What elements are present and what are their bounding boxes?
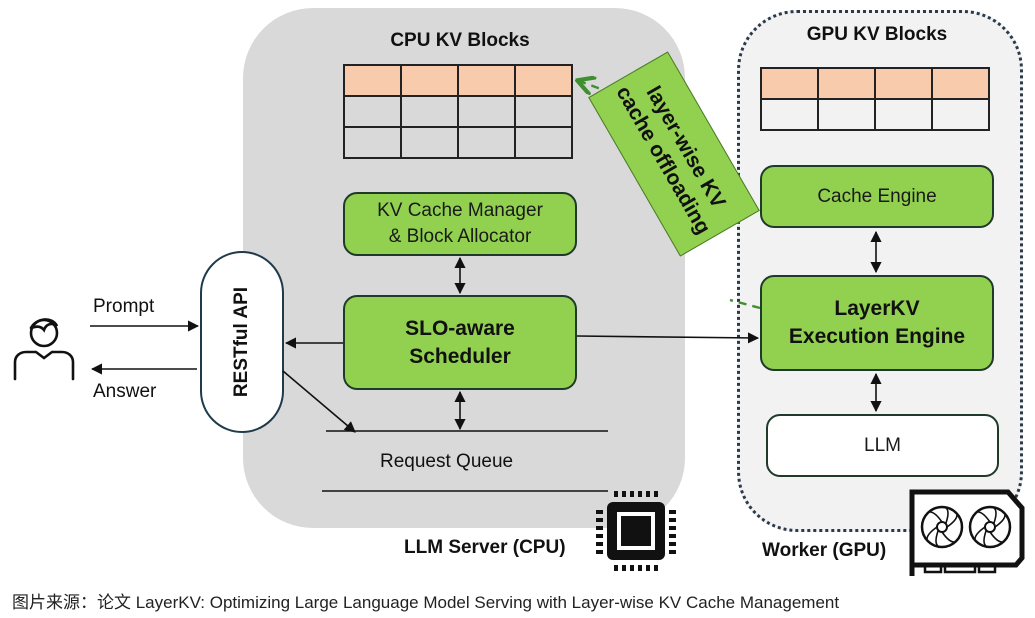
llm-label: LLM [864,434,901,456]
cpu-kv-block-grid [343,64,573,159]
kv-block-cell [817,67,876,100]
kv-cache-manager-line1: KV Cache Manager [377,200,543,221]
llm-box: LLM [766,414,999,477]
kv-block-cell [760,67,819,100]
kv-block-cell [760,98,819,131]
kv-cache-manager-box: KV Cache Manager & Block Allocator [343,192,577,256]
kv-block-cell [343,126,402,159]
cpu-kv-blocks-title: CPU KV Blocks [390,30,530,51]
api-to-queue-arrow [282,370,356,433]
kv-block-cell [457,95,516,128]
slo-aware-scheduler-box: SLO-aware Scheduler [343,295,577,390]
kv-block-cell [514,126,573,159]
worker-gpu-label: Worker (GPU) [762,540,887,561]
restful-api-box: RESTful API [200,251,284,433]
kv-block-cell [343,95,402,128]
prompt-label: Prompt [93,296,155,317]
cpu-chip-icon [596,491,676,571]
answer-label: Answer [93,381,157,402]
user-icon [13,318,75,381]
request-queue-label: Request Queue [380,451,514,472]
gpu-kv-block-grid [760,67,990,131]
scheduler-line2: Scheduler [409,344,511,368]
cache-engine-label: Cache Engine [817,185,937,207]
kv-block-cell [457,64,516,97]
kv-block-row [760,98,990,131]
layer-wise-offload-banner: layer-wise KV cache offloading [582,51,766,257]
kv-block-row [343,126,573,159]
image-caption: 图片来源：论文 LayerKV: Optimizing Large Langua… [12,593,840,612]
scheduler-to-engine-arrow [576,332,760,344]
kv-block-cell [514,64,573,97]
kv-block-cell [874,98,933,131]
scheduler-line1: SLO-aware [405,316,515,340]
kv-block-cell [400,64,459,97]
kv-block-cell [400,126,459,159]
kv-block-cell [931,98,990,131]
kv-block-row [343,95,573,128]
gpu-card-icon [909,489,1025,576]
llm-server-cpu-label: LLM Server (CPU) [404,537,566,558]
gpu-kv-blocks-title: GPU KV Blocks [806,24,948,45]
kv-block-row [760,67,990,100]
kv-block-cell [817,98,876,131]
kv-block-row [343,64,573,97]
cache-engine-box: Cache Engine [760,165,994,228]
offload-arrow-tail-segment [729,298,761,310]
kv-cache-manager-line2: & Block Allocator [388,226,532,247]
kv-block-cell [457,126,516,159]
kv-block-cell [400,95,459,128]
kv-block-cell [343,64,402,97]
kv-block-cell [874,67,933,100]
execution-engine-line1: LayerKV [834,297,920,320]
execution-engine-line2: Execution Engine [788,325,966,348]
layerkv-execution-engine-box: LayerKV Execution Engine [760,275,994,371]
kv-block-cell [931,67,990,100]
kv-block-cell [514,95,573,128]
